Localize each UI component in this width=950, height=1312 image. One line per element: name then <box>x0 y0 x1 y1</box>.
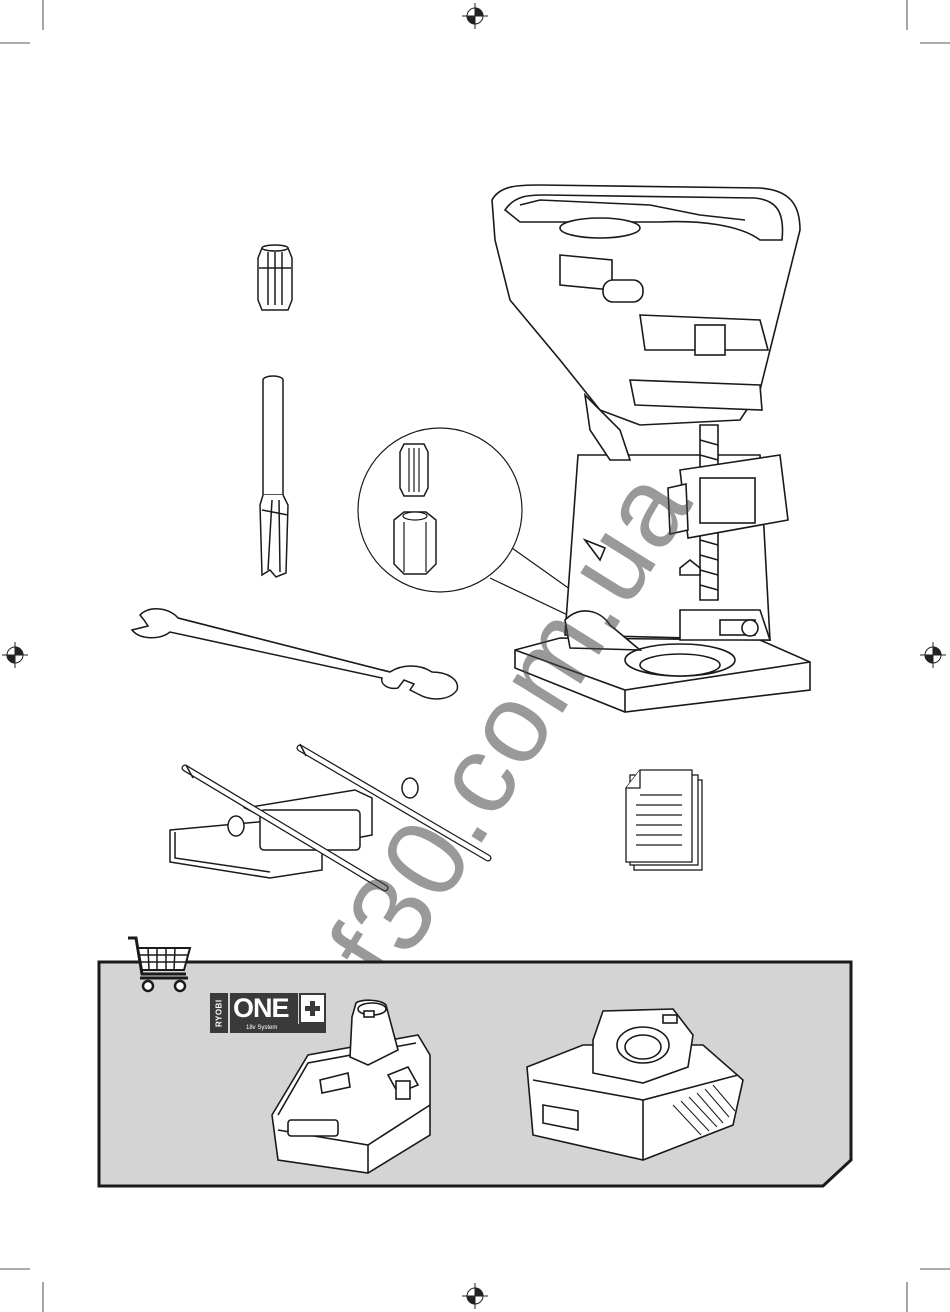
router-bit-illustration <box>260 376 288 577</box>
trim-router-illustration <box>492 185 810 712</box>
edge-guide-illustration <box>170 744 488 888</box>
shopping-cart-icon <box>124 934 196 996</box>
registration-mark-left <box>2 642 28 668</box>
ryobi-brand-mark: RYOBI <box>210 993 228 1033</box>
wrench-illustration <box>132 609 457 699</box>
registration-mark-top <box>462 3 488 29</box>
battery-charger-illustration <box>523 1005 745 1173</box>
registration-mark-right <box>920 642 946 668</box>
battery-pack-illustration <box>268 995 438 1177</box>
operators-manual-illustration <box>626 770 702 870</box>
collet-illustration <box>258 245 292 310</box>
registration-mark-bottom <box>462 1283 488 1309</box>
